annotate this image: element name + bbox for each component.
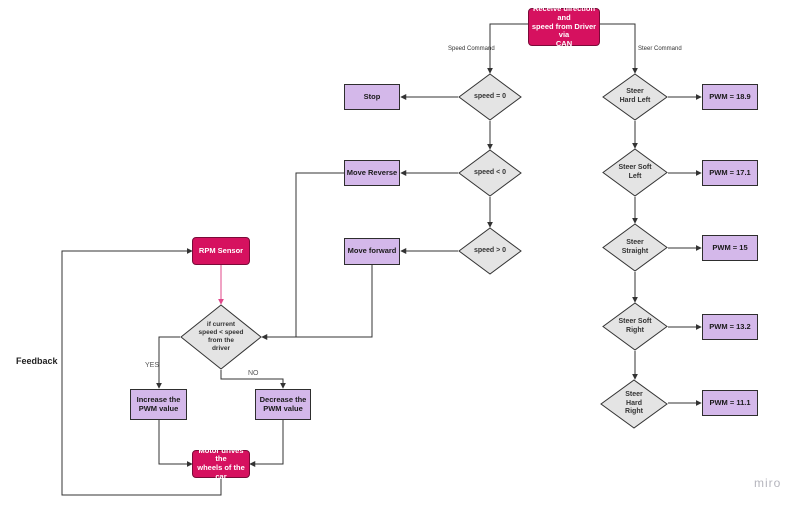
diamond-shape [602, 302, 668, 351]
diamond-shape [602, 148, 668, 197]
decision-speed-lt-zero[interactable]: speed < 0 [458, 149, 522, 197]
edge-decrease-to-motor [249, 420, 284, 467]
decision-label: Steer Hard Right [625, 390, 643, 416]
edge-start-to-speed-eq [487, 23, 528, 74]
decision-speed-eq-zero[interactable]: speed = 0 [458, 73, 522, 121]
decision-label: if current speed < speed from the driver [198, 320, 244, 353]
label-speed-command: Speed Command [448, 46, 495, 52]
edge-compare-no [220, 370, 286, 389]
decision-compare-speed[interactable]: if current speed < speed from the driver [180, 304, 262, 370]
label-yes: YES [145, 362, 160, 369]
diamond-shape [180, 304, 262, 370]
edge-reverse-to-compare [261, 172, 344, 340]
edge-start-to-steer-hard-left [599, 23, 638, 74]
label-steer-command: Steer Command [638, 46, 682, 52]
node-start[interactable]: Receive direction and speed from Driver … [528, 5, 600, 48]
node-decrease-pwm[interactable]: Decrease the PWM value [255, 389, 311, 420]
node-pwm-18-9[interactable]: PWM = 18.9 [702, 84, 758, 110]
diamond-shape [458, 227, 522, 275]
decision-steer-soft-left[interactable]: Steer Soft Left [602, 148, 668, 197]
node-pwm-17-1[interactable]: PWM = 17.1 [702, 160, 758, 186]
feedback-label: Feedback [16, 356, 58, 366]
decision-label: Steer Hard Left [619, 88, 651, 104]
decision-speed-gt-zero[interactable]: speed > 0 [458, 227, 522, 275]
edge-feedback-loop [61, 248, 222, 496]
label-no: NO [248, 370, 259, 377]
node-motor[interactable]: Motor drives the wheels of the car [192, 446, 250, 480]
edge-forward-to-compare [262, 265, 373, 338]
decision-steer-soft-right[interactable]: Steer Soft Right [602, 302, 668, 351]
decision-label: Steer Soft Left [618, 163, 652, 180]
decision-label: speed = 0 [473, 92, 507, 100]
decision-label: speed < 0 [473, 168, 507, 176]
diamond-shape [602, 73, 668, 121]
node-increase-pwm[interactable]: Increase the PWM value [130, 389, 187, 420]
diamond-shape [602, 223, 668, 272]
node-move-forward[interactable]: Move forward [344, 238, 400, 265]
miro-logo: miro [754, 476, 782, 490]
edge-compare-yes [156, 336, 180, 389]
node-pwm-13-2[interactable]: PWM = 13.2 [702, 314, 758, 340]
decision-label: speed > 0 [473, 246, 507, 254]
decision-steer-hard-right[interactable]: Steer Hard Right [600, 379, 668, 429]
node-pwm-11-1[interactable]: PWM = 11.1 [702, 390, 758, 416]
diamond-shape [600, 379, 668, 429]
diamond-shape [458, 73, 522, 121]
decision-steer-straight[interactable]: Steer Straight [602, 223, 668, 272]
node-stop[interactable]: Stop [344, 84, 400, 110]
edge-increase-to-motor [158, 420, 193, 467]
decision-steer-hard-left[interactable]: Steer Hard Left [602, 73, 668, 121]
node-rpm-sensor[interactable]: RPM Sensor [192, 237, 250, 265]
diamond-shape [458, 149, 522, 197]
decision-label: Steer Straight [621, 238, 649, 255]
node-pwm-15[interactable]: PWM = 15 [702, 235, 758, 261]
node-move-reverse[interactable]: Move Reverse [344, 160, 400, 186]
decision-label: Steer Soft Right [618, 317, 652, 334]
